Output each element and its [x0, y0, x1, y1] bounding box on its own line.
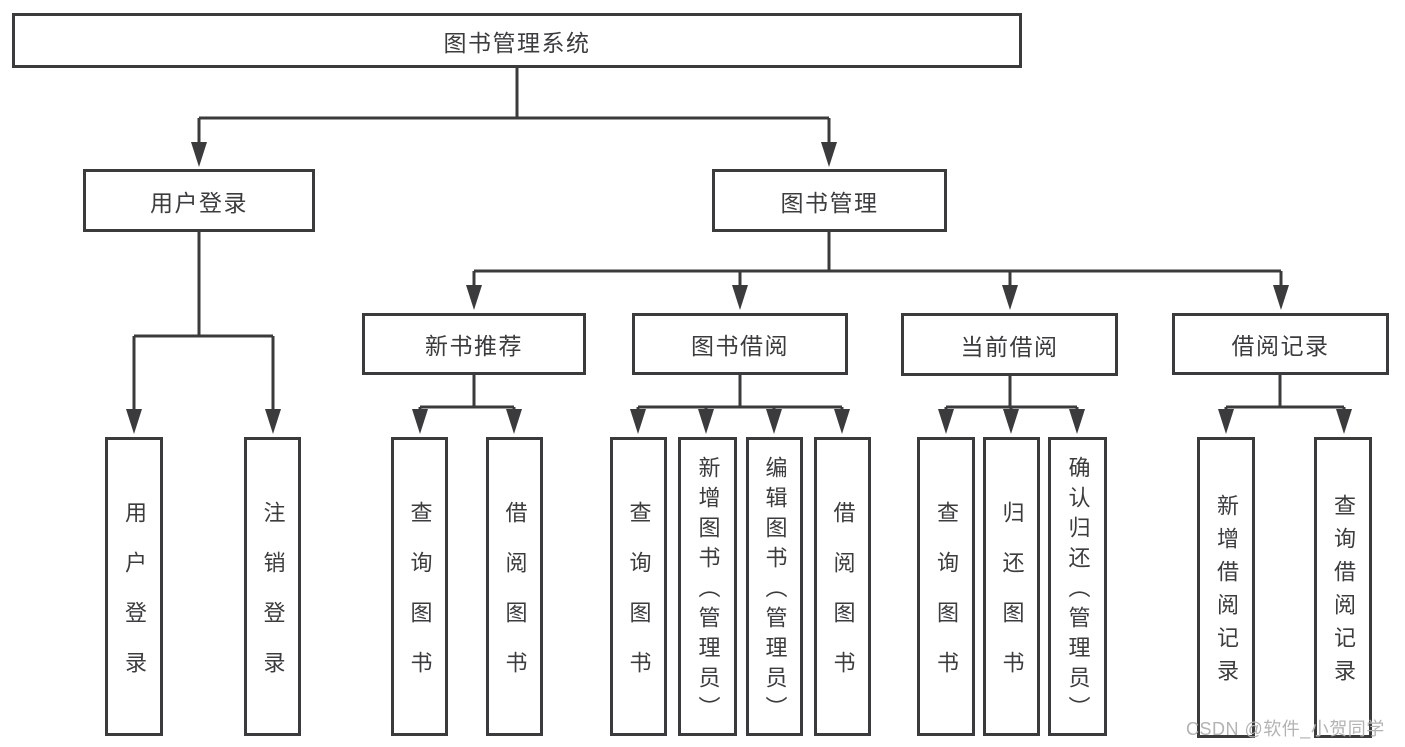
leaf-logout: 注销登录: [244, 437, 301, 736]
leaf-cb-return-book: 归还图书: [983, 437, 1040, 736]
leaf-cb-confirm-return-admin: 确认归还（管理员）: [1048, 437, 1107, 736]
node-label: 借阅图书: [830, 500, 856, 701]
node-label: 新增借阅记录: [1214, 494, 1239, 692]
leaf-bb-add-book-admin: 新增图书（管理员）: [678, 437, 737, 736]
node-label: 查询借阅记录: [1331, 494, 1356, 692]
node-label: 新书推荐: [425, 333, 523, 359]
leaf-bb-edit-book-admin: 编辑图书（管理员）: [746, 437, 803, 736]
leaf-br-add-record: 新增借阅记录: [1197, 437, 1255, 738]
arrowheads: [126, 142, 1352, 434]
node-label: 确认归还（管理员）: [1065, 455, 1091, 726]
node-current-borrow: 当前借阅: [901, 313, 1118, 376]
node-label: 图书管理系统: [443, 29, 591, 56]
leaf-bb-borrow-book: 借阅图书: [814, 437, 871, 736]
node-book-management: 图书管理: [712, 169, 947, 232]
node-user-login: 用户登录: [83, 169, 315, 232]
node-label: 查询图书: [626, 500, 652, 701]
leaf-nb-query-book: 查询图书: [391, 437, 448, 736]
node-label: 查询图书: [934, 500, 959, 701]
node-label: 用户登录: [122, 500, 147, 701]
node-new-book-recommend: 新书推荐: [362, 313, 586, 375]
node-label: 图书借阅: [691, 333, 789, 359]
node-label: 借阅记录: [1231, 333, 1330, 359]
node-label: 归还图书: [999, 500, 1025, 701]
node-label: 编辑图书（管理员）: [762, 455, 788, 726]
node-root: 图书管理系统: [12, 13, 1022, 68]
watermark: CSDN @软件_小贺同学: [1186, 719, 1385, 739]
node-label: 注销登录: [260, 500, 286, 701]
node-label: 图书管理: [780, 189, 879, 216]
node-borrow-record: 借阅记录: [1172, 313, 1389, 375]
node-label: 新增图书（管理员）: [695, 455, 721, 726]
leaf-cb-query-book: 查询图书: [917, 437, 975, 736]
leaf-bb-query-book: 查询图书: [610, 437, 667, 736]
leaf-user-login: 用户登录: [105, 437, 163, 736]
node-label: 查询图书: [407, 500, 433, 701]
node-label: 当前借阅: [960, 333, 1059, 360]
node-label: 借阅图书: [502, 500, 528, 701]
node-book-borrow: 图书借阅: [632, 313, 848, 375]
leaf-nb-borrow-book: 借阅图书: [486, 437, 543, 736]
leaf-br-query-record: 查询借阅记录: [1314, 437, 1372, 738]
node-label: 用户登录: [150, 189, 248, 216]
